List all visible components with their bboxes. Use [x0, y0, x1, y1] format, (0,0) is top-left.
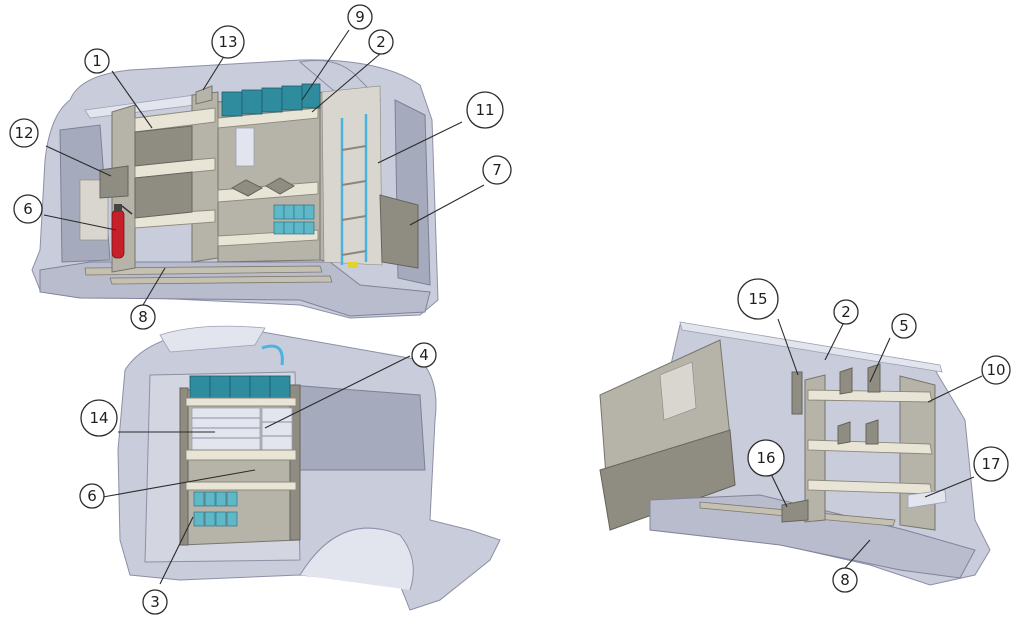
- rack-17: [907, 489, 947, 509]
- box-16: [781, 499, 809, 523]
- strap-2: [261, 344, 284, 366]
- side-shelf-mid: [185, 449, 297, 461]
- floor-rail-1: [84, 265, 323, 276]
- roof-2: [159, 325, 266, 353]
- floor-1: [39, 261, 431, 317]
- callout-6a-label: 6: [23, 200, 33, 218]
- callout-8b: 8: [832, 567, 858, 593]
- callout-8a-label: 8: [138, 308, 148, 326]
- mid-shelf-top: [217, 107, 319, 129]
- callout-10: 10: [981, 355, 1011, 385]
- side-shelf-top: [185, 397, 297, 407]
- top-bins-1: [221, 83, 321, 117]
- callout-6b-label: 6: [87, 487, 97, 505]
- partition-panel-7: [379, 194, 419, 269]
- partition-1: [321, 85, 383, 266]
- partition-lower-3: [599, 429, 736, 531]
- callout-8a: 8: [130, 304, 156, 330]
- callout-14: 14: [80, 399, 118, 437]
- callout-2b: 2: [833, 299, 859, 325]
- callout-8b-label: 8: [840, 571, 850, 589]
- callout-11-label: 11: [475, 101, 494, 119]
- callout-15: 15: [737, 278, 779, 320]
- callout-15-label: 15: [748, 290, 767, 308]
- mid-drawers: [235, 127, 255, 167]
- callout-2b-label: 2: [841, 303, 851, 321]
- callout-11: 11: [466, 91, 504, 129]
- callout-17-label: 17: [981, 455, 1000, 473]
- view-side-bottom-left: [117, 325, 501, 611]
- callout-3-label: 3: [150, 593, 160, 611]
- small-bins-2: [193, 491, 238, 527]
- callout-2a-label: 2: [376, 33, 386, 51]
- callout-5: 5: [891, 313, 917, 339]
- callout-2a: 2: [368, 29, 394, 55]
- side-unit-left-post: [179, 387, 189, 546]
- fire-extinguisher-1: [111, 204, 133, 259]
- bar-15: [791, 371, 803, 415]
- floor-rail-1b: [109, 275, 333, 285]
- view-rear-right: [599, 321, 991, 586]
- mid-divider-b: [264, 177, 296, 195]
- view-interior-top-left: [31, 59, 439, 319]
- callout-14-label: 14: [89, 409, 108, 427]
- side-window-2: [289, 384, 426, 471]
- callout-10-label: 10: [986, 361, 1005, 379]
- callout-13-label: 13: [218, 33, 237, 51]
- callout-9: 9: [347, 4, 373, 30]
- wheel-arch-2: [299, 527, 414, 591]
- roof-rim-3: [679, 321, 943, 373]
- ladder-1: [340, 114, 368, 268]
- unit-13-top: [195, 85, 213, 105]
- left-unit-back-a: [134, 125, 193, 167]
- dividers-5: [837, 363, 881, 445]
- callout-16: 16: [747, 439, 785, 477]
- callout-13: 13: [211, 25, 245, 59]
- callout-1: 1: [84, 48, 110, 74]
- callout-6a: 6: [13, 194, 43, 224]
- callout-6b: 6: [79, 483, 105, 509]
- callout-5-label: 5: [899, 317, 909, 335]
- partition-mesh-3: [659, 361, 697, 421]
- drawer-cabinet-14: [191, 407, 261, 451]
- callout-4: 4: [411, 342, 437, 368]
- top-bins-2: [189, 375, 291, 399]
- small-drawers-4: [261, 407, 293, 451]
- callout-1-label: 1: [92, 52, 102, 70]
- callout-12: 12: [9, 118, 39, 148]
- callout-17: 17: [973, 446, 1009, 482]
- callout-7-label: 7: [492, 161, 502, 179]
- small-bins-1: [273, 204, 315, 235]
- callout-16-label: 16: [756, 449, 775, 467]
- side-shelf-low: [185, 481, 297, 491]
- rear-shelf-top: [807, 389, 933, 403]
- callout-4-label: 4: [419, 346, 429, 364]
- left-unit-back-b: [134, 171, 193, 219]
- leader-lines: [43, 29, 983, 585]
- callout-9-label: 9: [355, 8, 365, 26]
- callout-7: 7: [482, 155, 512, 185]
- callout-3: 3: [142, 589, 168, 615]
- shelf-1-top: [134, 107, 216, 133]
- mid-divider-a: [230, 179, 264, 197]
- box-12: [99, 165, 129, 199]
- callout-12-label: 12: [14, 124, 33, 142]
